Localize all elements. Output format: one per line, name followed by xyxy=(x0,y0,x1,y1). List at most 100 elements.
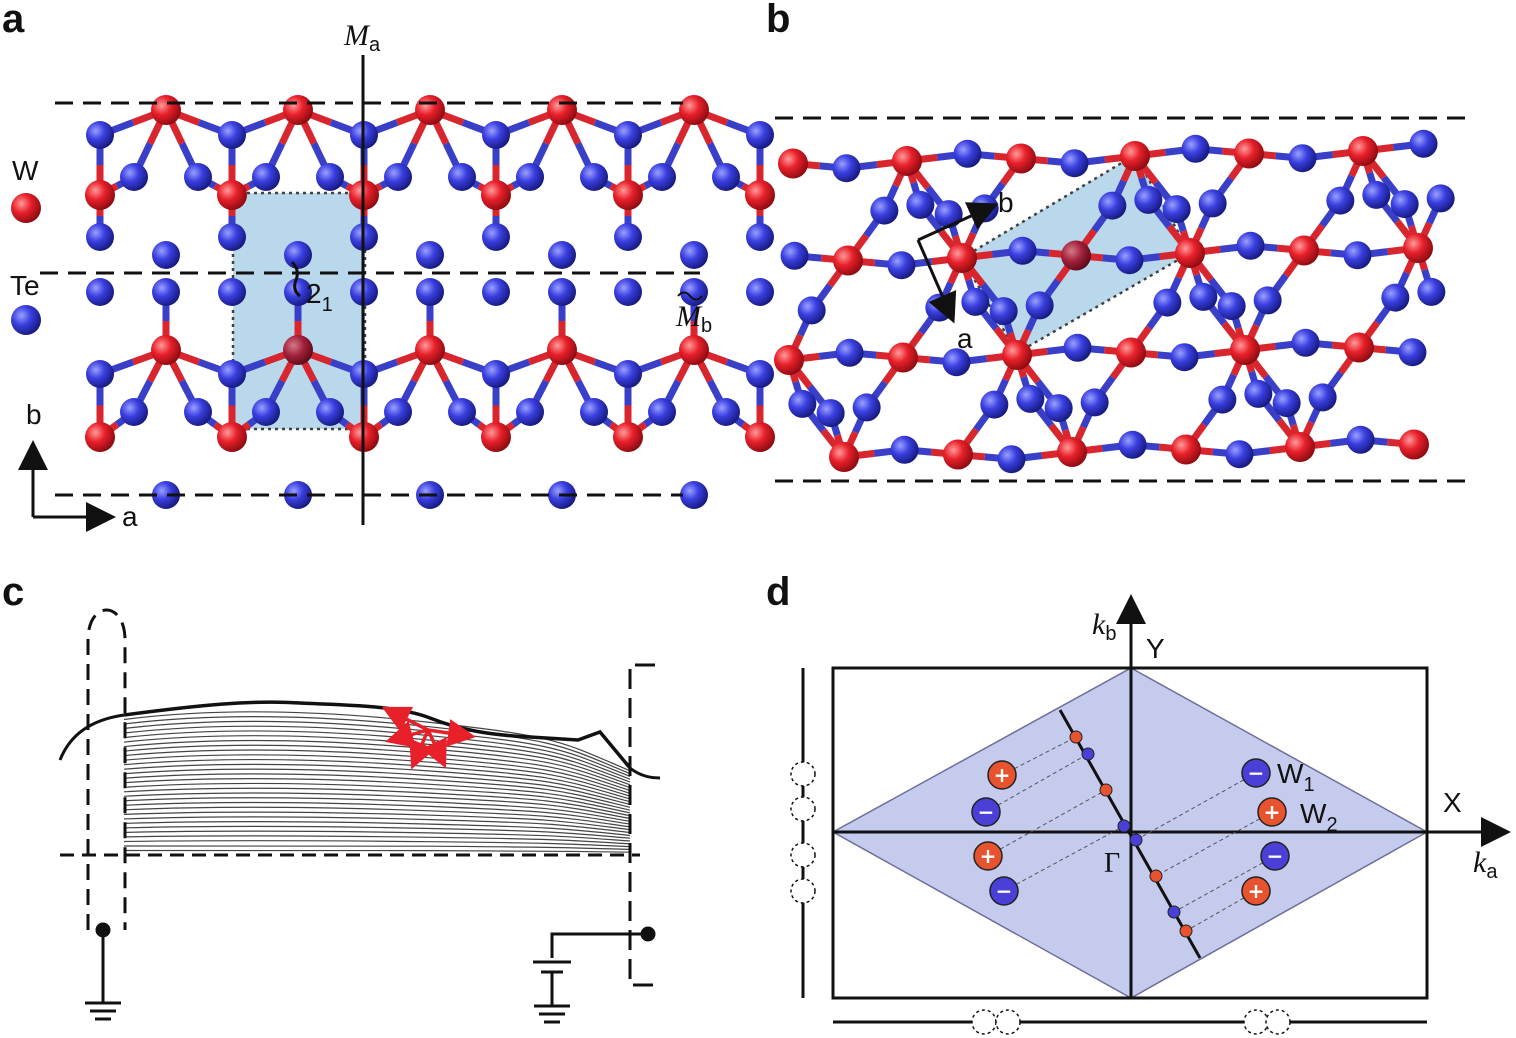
projection-dash xyxy=(1135,772,1257,841)
te-atom xyxy=(284,241,312,269)
kb-label: kb xyxy=(1092,608,1116,645)
te-atom xyxy=(448,163,476,191)
te-atom xyxy=(152,278,180,306)
w-atom xyxy=(481,180,511,210)
panel-b: b b a xyxy=(766,0,1465,483)
te-atom xyxy=(86,223,114,251)
te-atom xyxy=(835,338,864,367)
te-atom xyxy=(580,163,608,191)
te-atom xyxy=(746,360,774,388)
te-atom xyxy=(86,121,114,149)
ka-label: ka xyxy=(1473,846,1498,883)
surface-dot xyxy=(1117,819,1131,833)
w-atom xyxy=(892,146,922,176)
te-atom xyxy=(1291,328,1320,357)
surface-dot xyxy=(1069,730,1083,744)
te-atom xyxy=(780,241,809,270)
gamma-label: Γ xyxy=(1104,848,1120,879)
axis-a-label-b: a xyxy=(957,323,973,354)
w-atom xyxy=(151,95,181,125)
te-atom xyxy=(218,223,246,251)
te-atom xyxy=(548,241,576,269)
te-atom xyxy=(797,296,826,325)
te-atom xyxy=(1008,236,1037,265)
te-atom xyxy=(86,360,114,388)
te-atom xyxy=(1244,379,1273,408)
te-atom xyxy=(548,278,576,306)
axis-a-arrow-b xyxy=(916,239,957,324)
w2-label: W2 xyxy=(1300,798,1338,836)
te-atom xyxy=(788,389,817,418)
te-atom xyxy=(1044,394,1073,423)
w-atom xyxy=(85,180,115,210)
x-point-label: X xyxy=(1443,787,1462,818)
te-atom xyxy=(218,278,246,306)
legend-w-atom xyxy=(11,193,41,223)
layer-line xyxy=(123,825,631,839)
te-atom xyxy=(1225,440,1254,469)
w-atom xyxy=(778,148,808,179)
layer-line xyxy=(123,801,631,825)
layer-line xyxy=(123,782,631,814)
te-atom xyxy=(746,223,774,251)
axis-b-label-b: b xyxy=(998,187,1014,218)
weyl-sign: + xyxy=(1248,879,1265,903)
w-atom xyxy=(679,95,709,125)
weyl-plus-icon xyxy=(1241,876,1271,906)
te-atom xyxy=(1217,292,1246,321)
te-atom xyxy=(712,398,740,426)
w-atom xyxy=(1399,429,1429,460)
te-atom xyxy=(961,287,990,316)
te-atom xyxy=(1060,149,1089,178)
te-atom xyxy=(712,163,740,191)
w-atom xyxy=(481,422,511,452)
w-atom xyxy=(613,422,643,452)
layer-line xyxy=(123,830,631,842)
te-atom xyxy=(816,399,845,428)
weyl-minus-icon xyxy=(971,797,1001,827)
te-atom xyxy=(906,190,935,219)
panel-a: a 21 Ma Mb W Te b a xyxy=(2,0,775,532)
w-atom xyxy=(943,439,973,470)
surface-dots xyxy=(1069,730,1193,938)
atoms-a xyxy=(85,95,775,509)
te-atom xyxy=(1098,191,1127,220)
layer-line xyxy=(123,844,631,850)
w-atom xyxy=(829,442,859,472)
te-atom xyxy=(1362,180,1391,209)
te-atom xyxy=(120,398,148,426)
weyl-sign: − xyxy=(1267,844,1284,868)
te-atom xyxy=(1198,189,1227,218)
w-atom xyxy=(1230,335,1260,365)
weyl-minus-icon xyxy=(1241,758,1271,788)
te-atom xyxy=(1381,283,1410,312)
te-atom xyxy=(316,163,344,191)
w-atom xyxy=(1289,235,1319,266)
layer-line xyxy=(123,806,631,828)
te-atom xyxy=(887,251,916,280)
surface-dot xyxy=(1167,905,1181,919)
te-atom xyxy=(1288,144,1317,173)
weyl-plus-icon xyxy=(973,841,1003,871)
layer-line xyxy=(123,720,631,777)
projection-dash xyxy=(987,789,1107,857)
te-atom xyxy=(953,139,982,168)
surface-dot xyxy=(1179,924,1193,938)
weyl-plus-icon xyxy=(987,760,1017,790)
te-atom xyxy=(152,481,180,509)
te-atom xyxy=(614,223,642,251)
layer-line xyxy=(123,739,631,789)
te-atom xyxy=(1170,343,1199,372)
w-atom xyxy=(1116,337,1146,368)
te-atom xyxy=(614,278,642,306)
te-atom xyxy=(482,121,510,149)
te-atom xyxy=(1162,195,1191,224)
te-atom xyxy=(1326,186,1355,215)
surface-dot xyxy=(1129,833,1143,847)
te-atom xyxy=(1134,185,1163,214)
panel-letter-a: a xyxy=(2,0,25,41)
w-atom xyxy=(217,180,247,210)
te-atom xyxy=(152,241,180,269)
layer-line xyxy=(123,821,631,836)
